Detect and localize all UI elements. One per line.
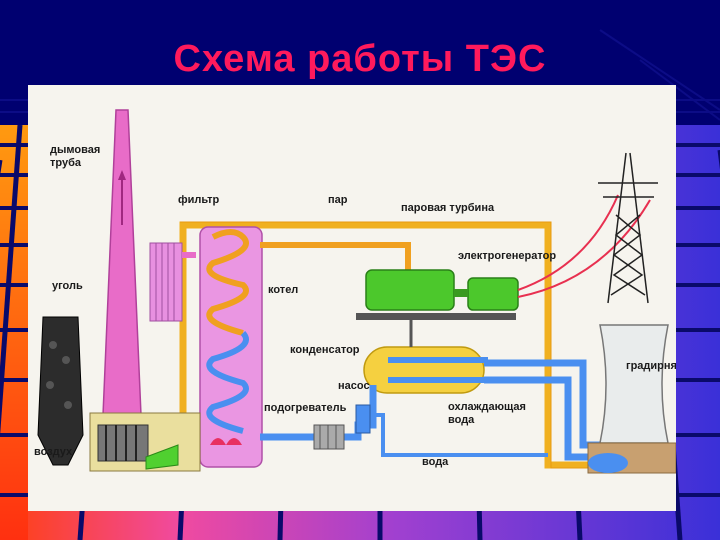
slide-title: Схема работы ТЭС <box>173 38 547 80</box>
generator-label: электрогенератор <box>458 250 556 262</box>
boiler-label: котел <box>268 284 298 296</box>
condenser-label: конденсатор <box>290 344 360 356</box>
pylon <box>598 152 658 304</box>
coal-hopper <box>37 316 201 472</box>
water-label: вода <box>422 456 449 468</box>
filter-label: фильтр <box>178 194 220 206</box>
heater <box>313 424 345 450</box>
filter <box>149 242 196 322</box>
steam-turbine-label: паровая турбина <box>401 202 495 214</box>
cooling-tower-label: градирня <box>626 360 676 372</box>
chimney-label: дымовая труба <box>50 144 103 169</box>
cooling-tower <box>587 324 676 474</box>
steam-label: пар <box>328 194 348 206</box>
condenser <box>363 320 488 394</box>
air-label: воздух <box>34 446 73 458</box>
electric-generator <box>454 277 519 311</box>
coal-label: уголь <box>52 280 83 292</box>
steam-line <box>260 242 411 270</box>
cooling-water-label: охлаждающая вода <box>448 401 529 426</box>
heater-label: подогреватель <box>264 402 347 414</box>
power-plant-diagram: дымовая труба фильтр пар паровая турбина… <box>28 85 676 511</box>
boiler <box>199 226 263 468</box>
steam-turbine <box>356 269 516 320</box>
pump-label: насос <box>338 380 370 392</box>
pump <box>355 404 371 434</box>
